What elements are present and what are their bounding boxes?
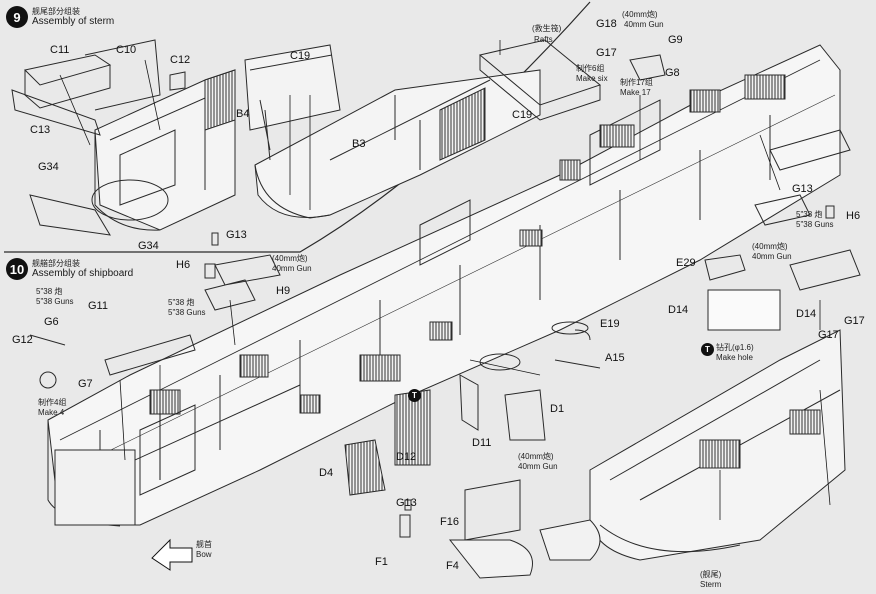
part-label: C11 [50,44,70,56]
part-label: G8 [665,67,680,79]
part-label: C13 [30,124,51,136]
make-hole-zh: 钻孔(φ1.6) [716,343,754,352]
step-title-zh: 舰艏部分组装 [32,259,80,268]
bow-label-zh: 舰首 [196,540,212,549]
stern-hull-right [589,329,846,561]
gun40-note-en: 40mm Gun [752,252,792,261]
gun-mounts [29,54,861,389]
step-title-zh: 舰尾部分组装 [32,7,80,16]
gun538-note-en: 5"38 Guns [796,220,834,229]
part-label: G34 [138,240,159,252]
make-4-zh: 制作4组 [38,398,67,407]
part-label: G13 [792,183,813,195]
stern-hull-left [91,69,236,231]
step-10-header: 10 舰艏部分组装 Assembly of shipboard [6,258,133,280]
part-label: H9 [276,285,291,297]
gun538-note-en: 5"38 Guns [168,308,206,317]
step-9-header: 9 舰尾部分组装 Assembly of sterm [6,6,114,28]
part-label: D11 [472,437,492,449]
part-label: G9 [668,34,683,46]
main-hull [47,44,841,527]
gun40-note-en: 40mm Gun [272,264,312,273]
part-label: H6 [846,210,861,222]
gun40-note-en: 40mm Gun [624,20,664,29]
part-label: C19 [512,109,533,121]
make-17-en: Make 17 [620,88,651,97]
part-label: G18 [596,18,617,30]
part-label: D12 [396,451,417,463]
part-label: D4 [319,467,334,479]
part-label: D14 [668,304,689,316]
part-label: G17 [818,329,839,341]
step-number: 10 [6,258,28,280]
part-label: B3 [352,138,366,150]
bow-label-en: Bow [196,550,212,559]
gun40-note-zh: (40mm炮) [622,10,658,19]
part-label: F4 [446,560,459,572]
gun538-note-zh: 5"38 炮 [168,298,195,307]
sterm-label-zh: (舰尾) [700,570,722,579]
part-label: C12 [170,54,191,66]
part-label: G17 [596,47,617,59]
step-title-en: Assembly of shipboard [32,268,134,279]
part-label: B4 [236,108,250,120]
make-17-zh: 制作17组 [620,78,653,87]
part-label: D1 [550,403,565,415]
step-number: 9 [6,6,28,28]
part-label: H6 [176,259,191,271]
part-label: G7 [78,378,93,390]
sterm-label-en: Sterm [700,580,722,589]
gun538-note-zh: 5"38 炮 [796,210,823,219]
gun40-note-zh: (40mm炮) [272,254,308,263]
part-label: C10 [116,44,137,56]
part-label: D14 [796,308,817,320]
rafts-note-en: Rafts [534,35,553,44]
make-hole-en: Make hole [716,353,753,362]
gun40-note-en: 40mm Gun [518,462,558,471]
part-label: C19 [290,50,311,62]
gun40-note-zh: (40mm炮) [518,452,554,461]
gun538-note-en: 5"38 Guns [36,297,74,306]
part-label: A15 [605,352,625,364]
gun538-note-zh: 5"38 炮 [36,287,63,296]
part-label: G17 [844,315,865,327]
rafts-note-zh: (救生筏) [532,24,562,33]
part-label: G34 [38,161,59,173]
part-label: G12 [12,334,33,346]
part-label: F1 [375,556,388,568]
make-six-en: Make six [576,74,608,83]
part-label: G13 [396,497,417,509]
step-title-en: Assembly of sterm [32,16,115,27]
make-six-zh: 制作6组 [576,64,605,73]
part-label: G6 [44,316,59,328]
gun40-note-zh: (40mm炮) [752,242,788,251]
tool-badge-icon: T [408,389,421,402]
make-4-en: Make 4 [38,408,65,417]
part-label: G11 [88,300,108,312]
part-label: G13 [226,229,247,241]
part-label: E29 [676,257,696,269]
stern-hull-mid [254,69,541,219]
tool-badge-icon: T [701,343,714,356]
part-label: E19 [600,318,620,330]
part-label: F16 [440,516,459,528]
